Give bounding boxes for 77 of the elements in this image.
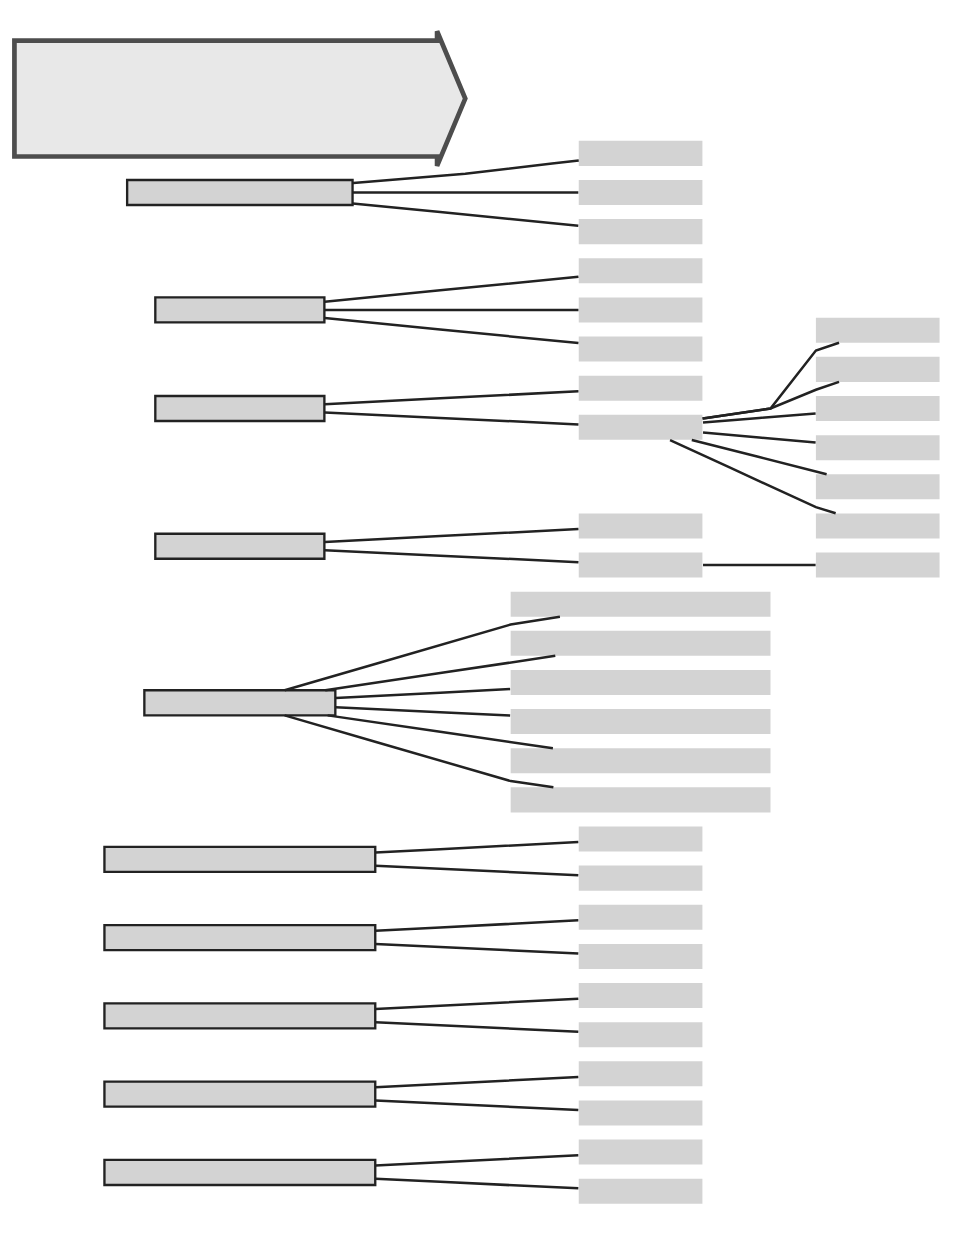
connector: [702, 380, 840, 420]
node-bar: [815, 356, 940, 382]
connector: [669, 439, 836, 515]
node-bar: [578, 904, 703, 930]
node-bar: [578, 336, 703, 362]
connector: [375, 840, 579, 854]
node-bar: [815, 396, 940, 422]
connector: [324, 390, 579, 406]
node-box: [154, 394, 326, 423]
connector: [324, 308, 579, 312]
node-bar: [510, 669, 771, 695]
node-bar: [578, 179, 703, 205]
node-bar: [578, 414, 703, 440]
node-bar: [510, 591, 771, 617]
node-bar: [578, 1022, 703, 1048]
node-bar: [578, 1100, 703, 1126]
connector: [375, 1177, 579, 1190]
connector: [375, 1021, 579, 1034]
connector: [352, 159, 579, 185]
connector: [335, 706, 511, 717]
connector: [702, 412, 816, 424]
node-bar: [578, 1139, 703, 1165]
node-bar: [510, 630, 771, 656]
node-bar: [578, 219, 703, 245]
node-box: [125, 178, 354, 207]
node-bar: [578, 826, 703, 852]
connector: [324, 411, 579, 426]
node-box: [103, 845, 377, 874]
node-bar: [578, 552, 703, 578]
connector: [375, 1075, 579, 1089]
connector: [352, 202, 579, 227]
node-bar: [815, 474, 940, 500]
connector: [375, 997, 579, 1011]
node-bar: [510, 709, 771, 735]
connector: [375, 1099, 579, 1112]
connector: [284, 714, 554, 789]
connector: [375, 942, 579, 955]
connector: [702, 431, 816, 444]
node-bar: [815, 552, 940, 578]
node-arrow: [12, 28, 468, 169]
connector: [691, 438, 827, 476]
connector: [324, 548, 579, 564]
connector: [702, 341, 840, 420]
node-box: [103, 1080, 377, 1108]
node-bar: [578, 375, 703, 401]
node-bar: [578, 513, 703, 539]
connector: [375, 864, 579, 877]
node-box: [103, 1002, 377, 1030]
connector: [324, 275, 579, 303]
node-box: [103, 923, 377, 952]
connector: [335, 687, 511, 700]
node-bar: [815, 435, 940, 461]
node-box: [154, 532, 326, 560]
node-bar: [510, 787, 771, 813]
node-bar: [578, 1061, 703, 1087]
node-bar: [815, 317, 940, 343]
connector: [325, 654, 556, 692]
node-box: [154, 296, 326, 324]
connector: [324, 316, 579, 345]
node-bar: [578, 943, 703, 969]
node-bar: [510, 748, 771, 774]
connector: [375, 919, 579, 932]
node-bar: [578, 1178, 703, 1204]
node-bar: [578, 983, 703, 1009]
node-bar: [578, 297, 703, 323]
node-bar: [578, 258, 703, 284]
connector: [284, 615, 561, 692]
node-bar: [578, 140, 703, 166]
connector: [324, 527, 579, 544]
connector: [352, 191, 579, 194]
node-box: [143, 689, 337, 717]
node-box: [103, 1158, 377, 1187]
connector: [703, 563, 816, 567]
connector: [375, 1153, 579, 1167]
node-bar: [815, 513, 940, 539]
node-bar: [578, 865, 703, 891]
connector: [327, 714, 554, 750]
